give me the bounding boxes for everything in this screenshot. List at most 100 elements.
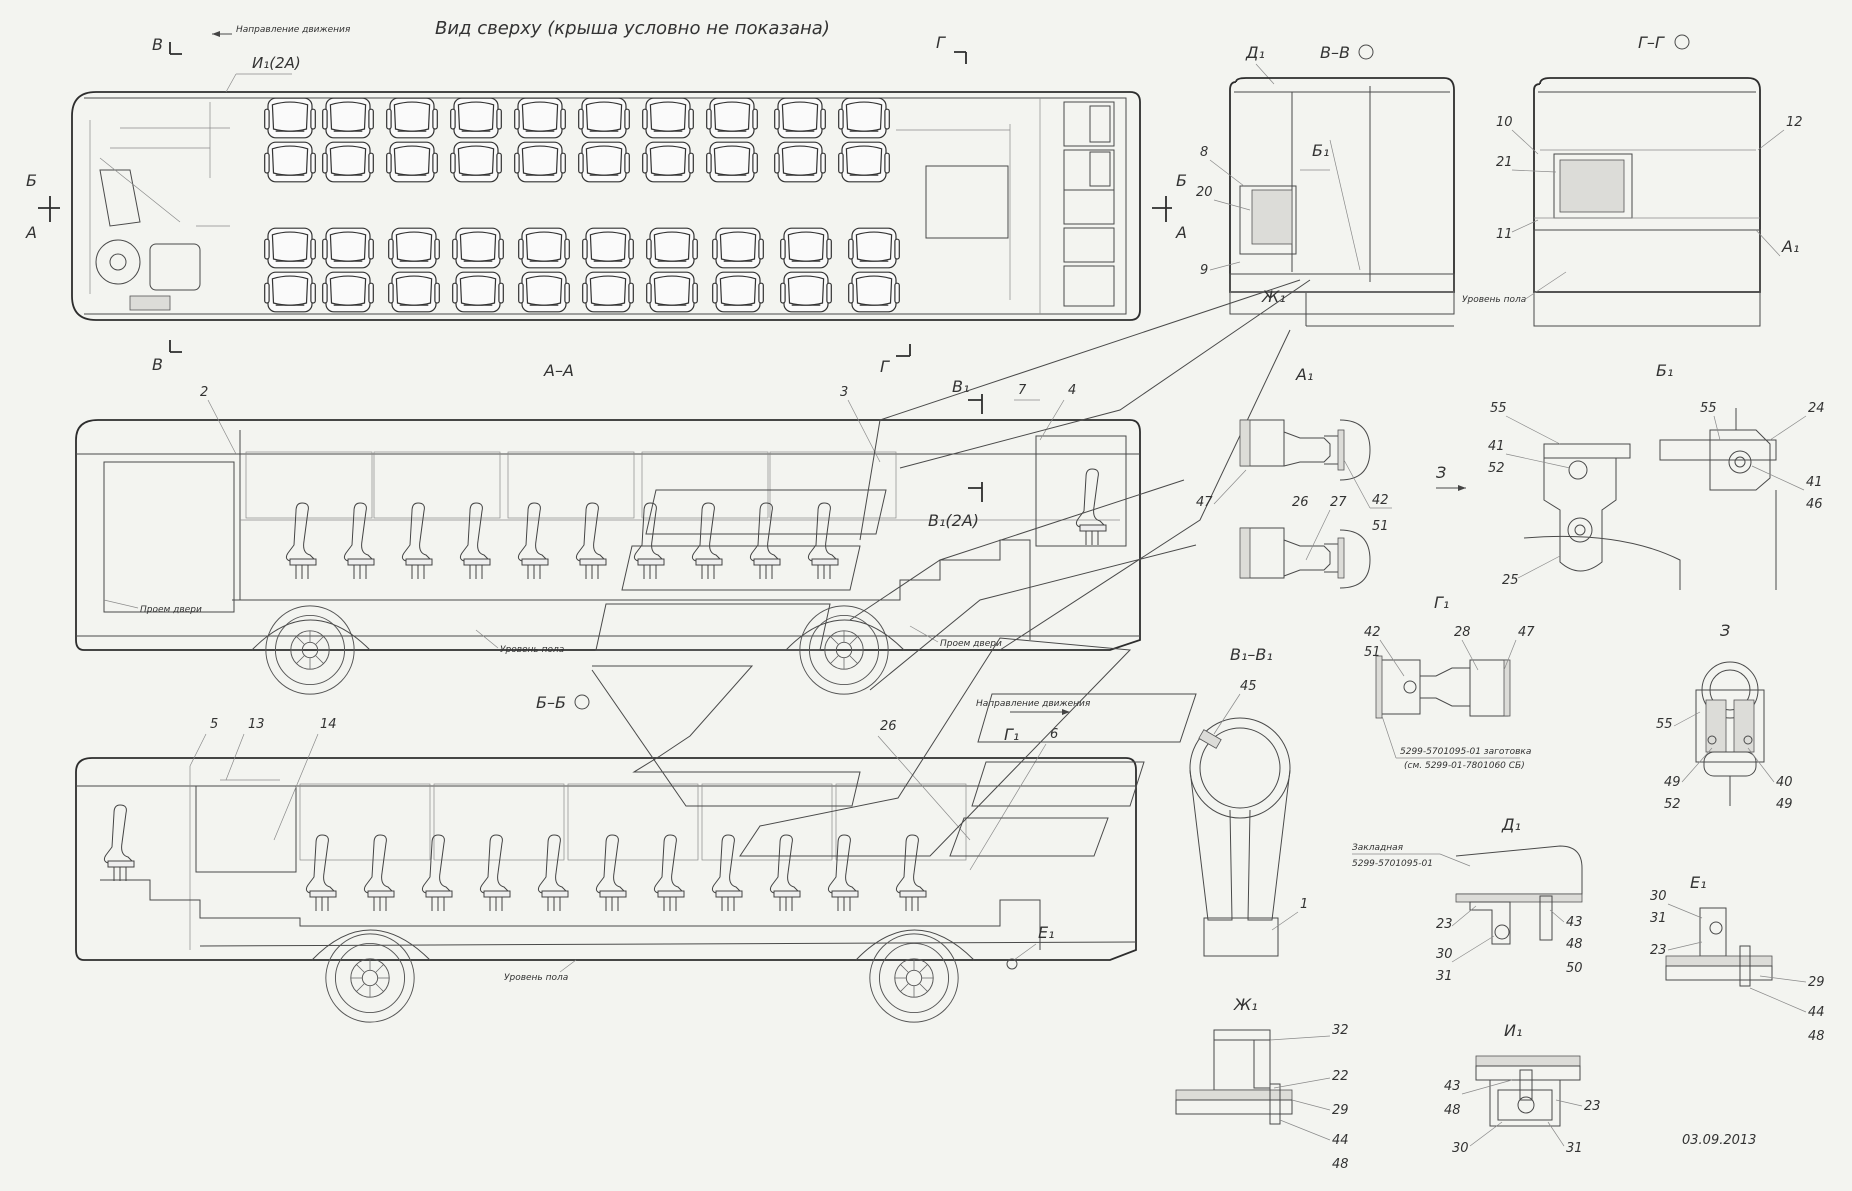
detail-z: З 55 49 52 40 49 xyxy=(1656,621,1793,812)
callout-d1: Д₁ xyxy=(1245,43,1265,62)
callout-32: 32 xyxy=(1332,1023,1349,1038)
detail-v1v1-title: В₁–В₁ xyxy=(1230,645,1273,664)
direction-label-top: Направление движения xyxy=(236,25,351,35)
detail-zh1-title: Ж₁ xyxy=(1233,995,1258,1014)
callout-a1: А₁ xyxy=(1781,237,1799,256)
callout-42-a1: 42 xyxy=(1372,493,1389,508)
direction-label-bb: Направление движения xyxy=(976,699,1091,709)
arrow-z: З xyxy=(1436,463,1446,482)
section-vv-title: В–В xyxy=(1320,43,1350,62)
callout-51-g1: 51 xyxy=(1364,645,1381,660)
section-bb: Б–Б Направление движения xyxy=(75,693,1137,1023)
section-gg-title: Г–Г xyxy=(1638,33,1665,52)
callout-52-b1: 52 xyxy=(1488,461,1505,476)
detail-z-title: З xyxy=(1720,621,1730,640)
callout-8: 8 xyxy=(1200,145,1208,160)
callout-44-zh1: 44 xyxy=(1332,1133,1349,1148)
callout-i1-2a: И₁(2А) xyxy=(252,54,301,72)
top-view: Вид сверху (крыша условно не показана) Н… xyxy=(25,18,1187,376)
seat-block-lower xyxy=(264,227,900,313)
callout-23-d1: 23 xyxy=(1436,917,1453,932)
callout-44-e1: 44 xyxy=(1808,1005,1825,1020)
detail-e1-title: Е₁ xyxy=(1690,873,1707,892)
detail-i1: И₁ 43 48 23 30 31 xyxy=(1444,1021,1601,1156)
callout-30-d1: 30 xyxy=(1436,947,1453,962)
detail-g1: Г₁ 42 51 28 47 5299-5701095-01 заготовка… xyxy=(1364,593,1535,771)
callout-23-e1: 23 xyxy=(1650,943,1667,958)
detail-b1-title: Б₁ xyxy=(1656,361,1673,380)
cut-a-right: А xyxy=(1175,223,1187,242)
cut-v-bottom: В xyxy=(152,355,163,374)
callout-21: 21 xyxy=(1496,155,1513,170)
projection-guides xyxy=(591,279,1311,857)
callout-13: 13 xyxy=(248,717,265,732)
callout-55-b1-right: 55 xyxy=(1700,401,1717,416)
callout-29-zh1: 29 xyxy=(1332,1103,1349,1118)
section-vv: В–В Д₁ 8 20 9 Б₁ Ж₁ xyxy=(1196,43,1455,327)
door-label-middle: Проем двери xyxy=(940,639,1002,649)
note-g1-line1: 5299-5701095-01 заготовка xyxy=(1400,747,1531,757)
callout-41-b1-right: 41 xyxy=(1806,475,1823,490)
cut-a-left: А xyxy=(25,223,37,242)
section-gg: Г–Г Уровень пола 10 21 11 12 А₁ xyxy=(1462,33,1803,327)
callout-4: 4 xyxy=(1068,383,1076,398)
note-d1-line1: Закладная xyxy=(1352,843,1404,853)
floor-label-bb: Уровень пола xyxy=(504,973,568,983)
callout-b1-2a: В₁(2А) xyxy=(928,511,979,530)
callout-11: 11 xyxy=(1496,227,1513,242)
cut-b-right: Б xyxy=(1176,171,1187,190)
callout-42-g1: 42 xyxy=(1364,625,1381,640)
callout-46-b1: 46 xyxy=(1806,497,1823,512)
callout-2: 2 xyxy=(200,385,208,400)
detail-g1-title: Г₁ xyxy=(1434,593,1449,612)
drawing-date: 03.09.2013 xyxy=(1682,1133,1756,1148)
detail-d1-title: Д₁ xyxy=(1501,815,1521,834)
callout-47-g1: 47 xyxy=(1518,625,1535,640)
callout-6: 6 xyxy=(1050,727,1058,742)
callout-25-b1: 25 xyxy=(1502,573,1519,588)
callout-1: 1 xyxy=(1300,897,1308,912)
callout-22: 22 xyxy=(1332,1069,1349,1084)
cut-b-left: Б xyxy=(26,171,37,190)
callout-45: 45 xyxy=(1240,679,1257,694)
detail-zh1: Ж₁ 32 22 29 44 48 xyxy=(1175,995,1349,1172)
detail-b1: Б₁ З 55 41 52 25 55 24 41 46 xyxy=(1436,361,1825,590)
cut-g-bottom: Г xyxy=(880,357,890,376)
callout-14: 14 xyxy=(320,717,337,732)
section-aa: А–А Проем двери Уровень по xyxy=(75,361,1141,695)
detail-v1v1: В₁–В₁ 45 1 xyxy=(1189,645,1308,957)
detail-d1: Д₁ Закладная 5299-5701095-01 23 30 31 43… xyxy=(1352,815,1583,984)
callout-30-e1: 30 xyxy=(1650,889,1667,904)
callout-49-z-right: 49 xyxy=(1776,797,1793,812)
callout-31-i1: 31 xyxy=(1566,1141,1583,1156)
section-bb-title: Б–Б xyxy=(536,693,566,712)
floor-label-gg: Уровень пола xyxy=(1462,295,1526,305)
callout-47-a1: 47 xyxy=(1196,495,1213,510)
callout-30-i1: 30 xyxy=(1452,1141,1469,1156)
floor-label-aa: Уровень пола xyxy=(500,645,564,655)
callout-b1-vv: Б₁ xyxy=(1312,141,1329,160)
callout-43-d1: 43 xyxy=(1566,915,1583,930)
callout-g1-bb: Г₁ xyxy=(1004,725,1019,744)
detail-i1-title: И₁ xyxy=(1504,1021,1522,1040)
callout-5: 5 xyxy=(210,717,218,732)
callout-50-d1: 50 xyxy=(1566,961,1583,976)
note-d1-line2: 5299-5701095-01 xyxy=(1352,859,1433,869)
door-label-front: Проем двери xyxy=(140,605,202,615)
callout-48-zh1: 48 xyxy=(1332,1157,1349,1172)
callout-7: 7 xyxy=(1018,383,1027,398)
callout-20: 20 xyxy=(1196,185,1213,200)
callout-41-b1: 41 xyxy=(1488,439,1505,454)
callout-27-a1: 27 xyxy=(1330,495,1347,510)
callout-26-bb: 26 xyxy=(880,719,897,734)
detail-a1-title: А₁ xyxy=(1295,365,1313,384)
cut-g-top: Г xyxy=(936,33,946,52)
note-g1-line2: (см. 5299-01-7801060 СБ) xyxy=(1404,761,1525,771)
callout-49-z-left: 49 xyxy=(1664,775,1681,790)
callout-31-d1: 31 xyxy=(1436,969,1453,984)
callout-23-i1: 23 xyxy=(1584,1099,1601,1114)
callout-26-a1: 26 xyxy=(1292,495,1309,510)
callout-3: 3 xyxy=(840,385,848,400)
callout-e1-bb: Е₁ xyxy=(1038,923,1055,942)
